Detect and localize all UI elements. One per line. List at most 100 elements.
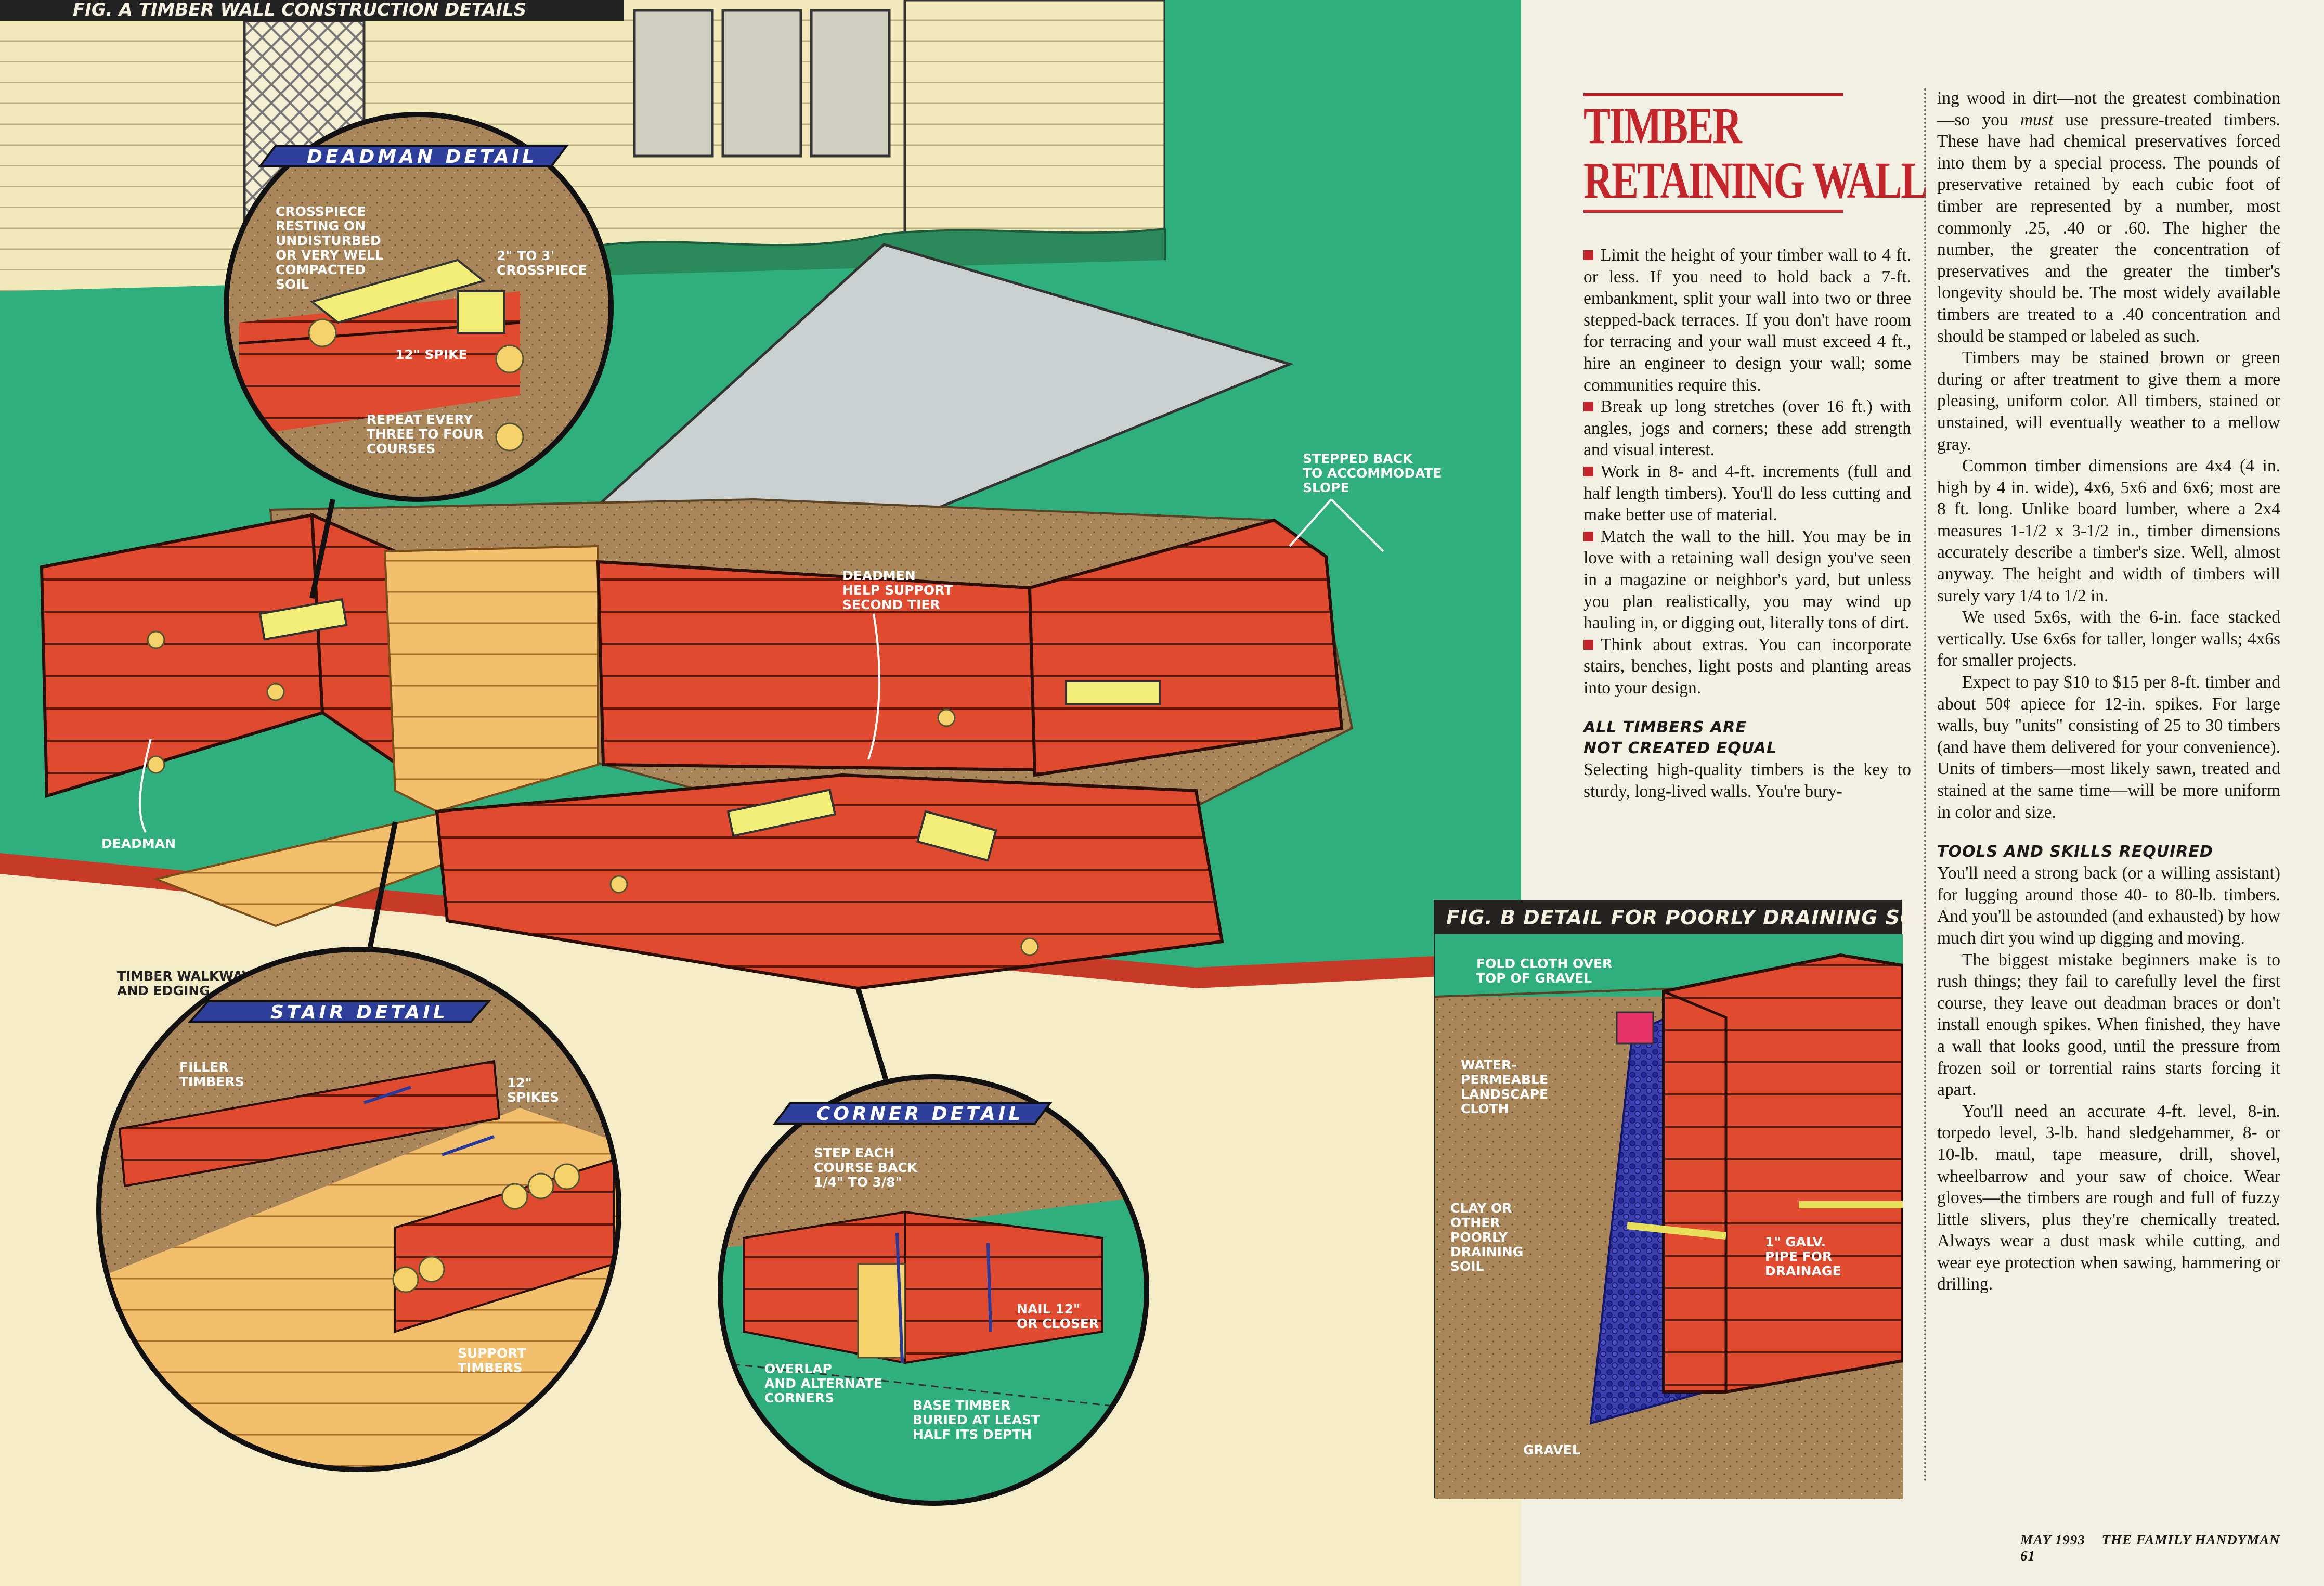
crosspiece-label-2: RESTING ON bbox=[276, 218, 366, 234]
clay-soil-label-2: OTHER bbox=[1450, 1215, 1500, 1230]
deadman-callout: DEADMAN bbox=[101, 836, 176, 851]
column-divider bbox=[1924, 88, 1926, 1482]
title-rule-bottom bbox=[1583, 210, 1843, 213]
gravel-label: GRAVEL bbox=[1523, 1442, 1580, 1458]
bullet-text: Think about extras. You can incorporate … bbox=[1583, 635, 1911, 698]
bullet-square-icon bbox=[1583, 402, 1593, 412]
subhead-timbers: ALL TIMBERS ARE NOT CREATED EQUAL bbox=[1583, 717, 1911, 759]
clay-soil-label: CLAY OR bbox=[1450, 1201, 1512, 1216]
crosspiece-label-6: SOIL bbox=[276, 277, 309, 292]
bullet-square-icon bbox=[1583, 250, 1593, 260]
bullet-item: Think about extras. You can incorporate … bbox=[1583, 634, 1911, 699]
crosspiece-size-label-2: CROSSPIECE bbox=[497, 263, 587, 278]
overlap-label-3: CORNERS bbox=[764, 1390, 834, 1406]
drainage-pipe-label: 1" GALV. bbox=[1765, 1234, 1826, 1249]
folio-magazine: THE FAMILY HANDYMAN bbox=[2101, 1532, 2280, 1548]
spike-label: 12" SPIKE bbox=[395, 347, 468, 362]
drainage-pipe-label-2: PIPE FOR bbox=[1765, 1249, 1832, 1264]
figure-a-callouts: DEADMAN TIMBER WALKWAY AND EDGING DEADME… bbox=[101, 451, 1442, 998]
subhead-tools: TOOLS AND SKILLS REQUIRED bbox=[1937, 843, 2213, 861]
article-title: TIMBER RETAINING WALL bbox=[1583, 91, 1928, 215]
body-paragraph: ing wood in dirt—not the greatest combin… bbox=[1937, 87, 2280, 347]
clay-soil-label-5: SOIL bbox=[1450, 1259, 1484, 1274]
overlap-label: OVERLAP bbox=[764, 1361, 832, 1376]
stepped-back-callout-line2: TO ACCOMMODATE bbox=[1303, 466, 1442, 481]
fold-cloth-label-2: TOP OF GRAVEL bbox=[1476, 971, 1592, 986]
nail-label: NAIL 12" bbox=[1017, 1301, 1080, 1317]
step-course-label: STEP EACH bbox=[814, 1145, 894, 1161]
support-timbers-label-2: TIMBERS bbox=[458, 1360, 523, 1375]
corner-detail-title: CORNER DETAIL bbox=[816, 1103, 1023, 1125]
filler-timbers-label: FILLER bbox=[179, 1060, 229, 1075]
figure-b-header: FIG. B DETAIL FOR POORLY DRAINING SOIL bbox=[1435, 901, 1938, 934]
body-paragraph: Selecting high-quality timbers is the ke… bbox=[1583, 760, 1911, 802]
filler-timbers-label-2: TIMBERS bbox=[179, 1074, 244, 1089]
title-rule-top bbox=[1583, 93, 1843, 96]
deadman-detail-title: DEADMAN DETAIL bbox=[307, 146, 537, 167]
timber-walkway-callout-line2: AND EDGING bbox=[117, 983, 210, 998]
stair-detail-title: STAIR DETAIL bbox=[270, 1002, 448, 1023]
crosspiece-label: CROSSPIECE bbox=[276, 204, 366, 219]
base-timber-label: BASE TIMBER bbox=[913, 1398, 1011, 1413]
subhead-timbers-line1: ALL TIMBERS ARE bbox=[1583, 718, 1747, 737]
nail-label-2: OR CLOSER bbox=[1017, 1316, 1099, 1331]
spikes-label-2: SPIKES bbox=[507, 1090, 559, 1105]
bullet-text: Break up long stretches (over 16 ft.) wi… bbox=[1583, 397, 1911, 460]
repeat-label-3: COURSES bbox=[367, 441, 435, 456]
step-course-label-2: COURSE BACK bbox=[814, 1160, 918, 1175]
body-paragraph: You'll need a strong back (or a willing … bbox=[1937, 863, 2280, 948]
figure-a-header: FIG. A TIMBER WALL CONSTRUCTION DETAILS bbox=[73, 0, 526, 20]
base-timber-label-2: BURIED AT LEAST bbox=[913, 1412, 1040, 1427]
bullet-item: Break up long stretches (over 16 ft.) wi… bbox=[1583, 396, 1911, 461]
body-paragraph: Common timber dimensions are 4x4 (4 in. … bbox=[1937, 456, 2280, 605]
crosspiece-size-label: 2" TO 3' bbox=[497, 248, 554, 263]
stepped-back-callout-line3: SLOPE bbox=[1303, 480, 1349, 495]
bullet-square-icon bbox=[1583, 639, 1593, 650]
bullet-item: Limit the height of your timber wall to … bbox=[1583, 244, 1911, 396]
article-column-2: ing wood in dirt—not the greatest combin… bbox=[1937, 87, 2280, 1295]
stepped-back-callout: STEPPED BACK bbox=[1303, 451, 1413, 466]
body-paragraph: You'll need an accurate 4-ft. level, 8-i… bbox=[1937, 1101, 2280, 1294]
landscape-cloth-label-4: CLOTH bbox=[1461, 1101, 1509, 1116]
crosspiece-label-4: OR VERY WELL bbox=[276, 248, 383, 263]
bullet-text: Limit the height of your timber wall to … bbox=[1583, 246, 1911, 395]
repeat-label-2: THREE TO FOUR bbox=[367, 427, 484, 442]
clay-soil-label-3: POORLY bbox=[1450, 1230, 1508, 1245]
landscape-cloth-label-2: PERMEABLE bbox=[1461, 1072, 1548, 1087]
bullet-square-icon bbox=[1583, 531, 1593, 541]
deadmen-callout-line3: SECOND TIER bbox=[842, 597, 940, 612]
article-column-1: Limit the height of your timber wall to … bbox=[1583, 244, 1911, 803]
clay-soil-label-4: DRAINING bbox=[1450, 1244, 1523, 1259]
figure-b: FIG. B DETAIL FOR POORLY DRAINING SOIL F… bbox=[1434, 900, 1938, 1499]
bullet-text: Match the wall to the hill. You may be i… bbox=[1583, 526, 1911, 633]
body-text: use pressure-treated timbers. These have… bbox=[1937, 110, 2281, 346]
bullet-item: Work in 8- and 4-ft. increments (full an… bbox=[1583, 461, 1911, 526]
landscape-cloth-label-3: LANDSCAPE bbox=[1461, 1087, 1548, 1102]
bullet-square-icon bbox=[1583, 466, 1593, 476]
body-text: ing wood in dirt—not the greatest combin… bbox=[1937, 88, 2280, 130]
bullet-item: Match the wall to the hill. You may be i… bbox=[1583, 526, 1911, 634]
bullet-text: Work in 8- and 4-ft. increments (full an… bbox=[1583, 461, 1911, 525]
subhead-timbers-line2: NOT CREATED EQUAL bbox=[1583, 739, 1777, 758]
stair-detail: STAIR DETAIL FILLER TIMBERS 12" SPIKES S… bbox=[179, 1000, 559, 1375]
base-timber-label-3: HALF ITS DEPTH bbox=[913, 1427, 1032, 1442]
folio-page-number: 61 bbox=[2020, 1548, 2035, 1564]
crosspiece-label-3: UNDISTURBED bbox=[276, 233, 381, 248]
landscape-cloth-label: WATER- bbox=[1461, 1058, 1517, 1073]
corner-detail: CORNER DETAIL STEP EACH COURSE BACK 1/4"… bbox=[764, 1102, 1099, 1442]
article-title-line1: TIMBER bbox=[1583, 97, 1742, 154]
page-folio: MAY 1993 THE FAMILY HANDYMAN 61 bbox=[2020, 1532, 2312, 1564]
article-title-line2: RETAINING WALL bbox=[1583, 151, 1928, 209]
fold-cloth-label: FOLD CLOTH OVER bbox=[1476, 956, 1612, 971]
body-paragraph: Timbers may be stained brown or green du… bbox=[1937, 348, 2280, 454]
figure-a-illustration: FIG. A TIMBER WALL CONSTRUCTION DETAILS bbox=[0, 0, 1521, 1586]
deadman-detail: DEADMAN DETAIL CROSSPIECE RESTING ON UND… bbox=[258, 145, 587, 456]
deadmen-callout: DEADMEN bbox=[842, 568, 916, 583]
overlap-label-2: AND ALTERNATE bbox=[764, 1376, 882, 1391]
crosspiece-label-5: COMPACTED bbox=[276, 262, 366, 277]
repeat-label: REPEAT EVERY bbox=[367, 412, 473, 427]
body-paragraph: The biggest mistake beginners make is to… bbox=[1937, 950, 2280, 1100]
emphasis-text: must bbox=[2020, 110, 2054, 130]
step-course-label-3: 1/4" TO 3/8" bbox=[814, 1175, 902, 1190]
